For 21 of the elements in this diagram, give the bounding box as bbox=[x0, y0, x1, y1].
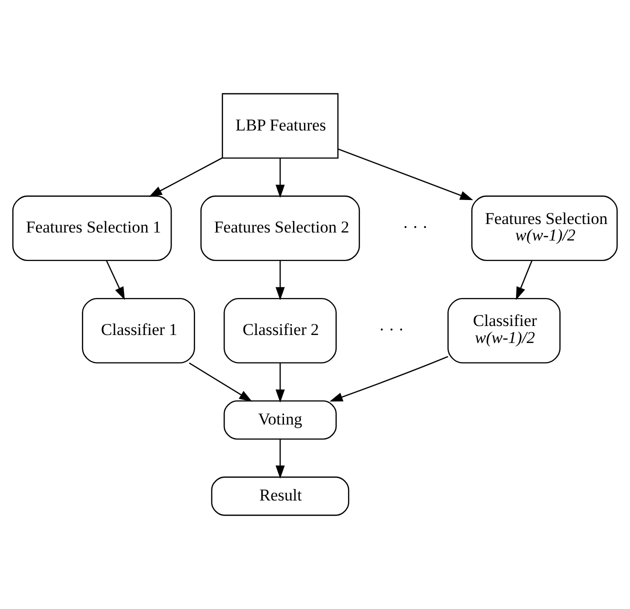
arrow bbox=[188, 362, 252, 402]
arrow bbox=[276, 260, 285, 300]
node-box: Classifier 2 bbox=[224, 298, 337, 364]
node-box: Features Selection 1 bbox=[12, 196, 172, 262]
node-box: Classifier 1 bbox=[82, 298, 196, 364]
node-box: Result bbox=[211, 476, 350, 516]
node-box: Classifier w(w-1)/2 bbox=[447, 298, 561, 364]
arrow bbox=[276, 158, 285, 198]
arrow bbox=[148, 157, 222, 197]
node-box: Voting bbox=[224, 400, 337, 440]
node-box: LBP Features bbox=[222, 93, 339, 159]
arrow bbox=[330, 356, 448, 402]
node-box: Features Selection 2 bbox=[200, 196, 360, 262]
arrow bbox=[516, 260, 532, 300]
arrow bbox=[338, 148, 474, 200]
label: · · · bbox=[402, 218, 428, 237]
node-box: Features Selection w(w-1)/2 bbox=[471, 196, 618, 262]
arrow bbox=[276, 439, 285, 479]
label: · · · bbox=[378, 320, 404, 340]
arrow bbox=[106, 260, 125, 300]
arrow bbox=[276, 363, 285, 403]
